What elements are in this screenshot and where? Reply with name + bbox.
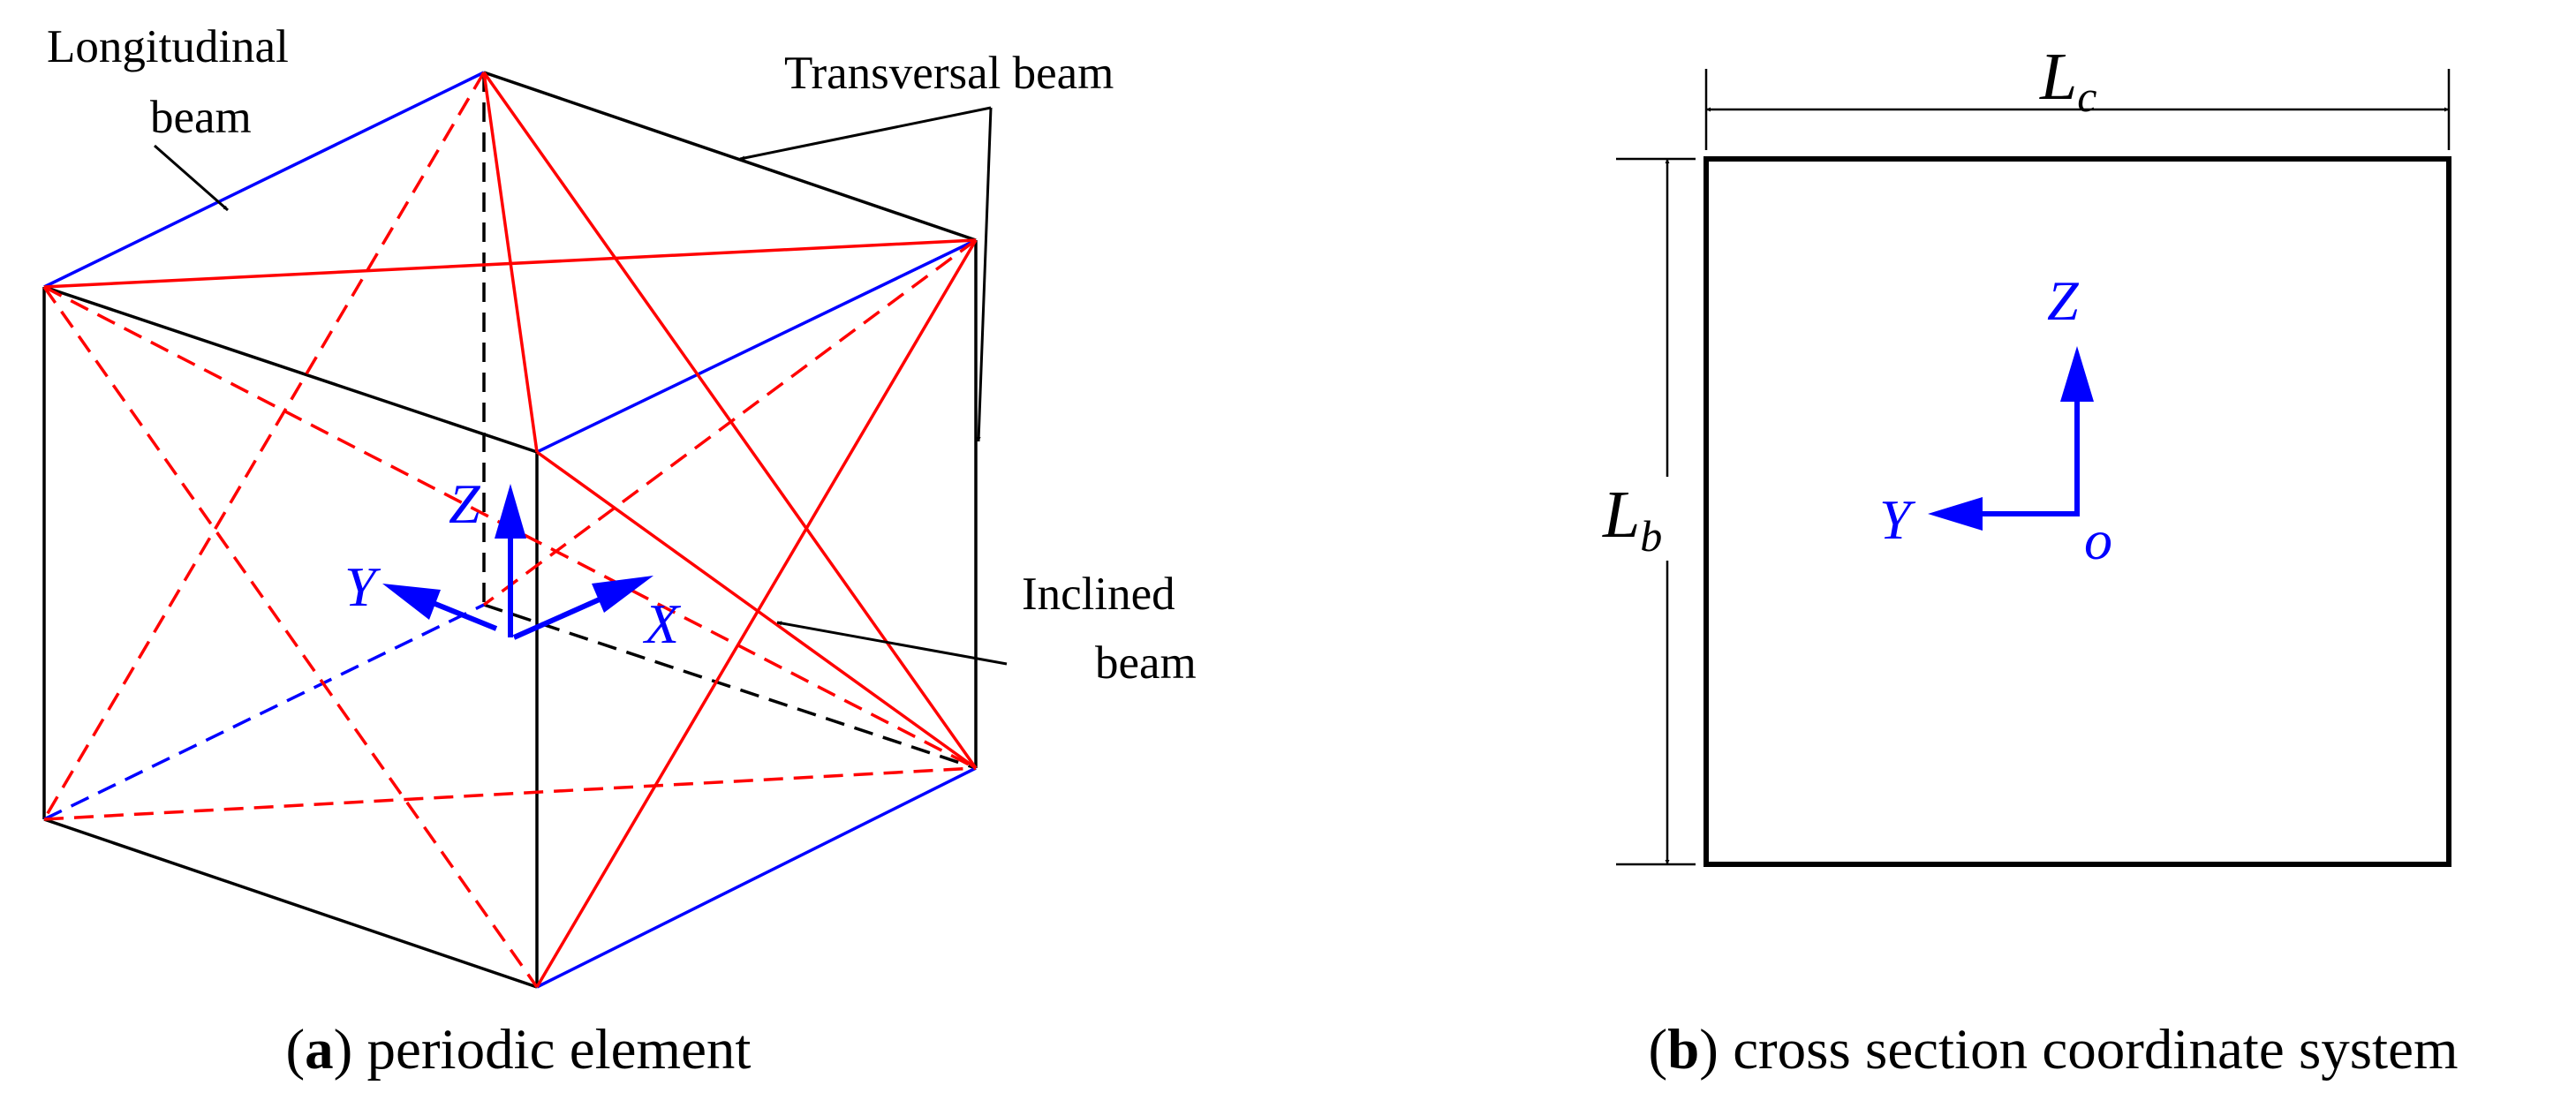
dimension-label-lc: Lc [2039,40,2096,121]
dimension-lb: Lb [1600,157,1697,866]
lc-sub: c [2077,72,2096,121]
transversal-beam [483,71,977,242]
label-inclined: Inclined [1022,569,1175,620]
transversal-pointer [739,106,992,161]
inclined-beam [482,72,539,453]
label-longitudinal-beam: beam [150,92,252,143]
caption-b-text: cross section coordinate system [1733,1018,2458,1082]
label-longitudinal: Longitudinal [47,21,289,72]
dimension-label-gap [1600,477,1697,561]
x-axis-arrow-icon [592,576,653,613]
longitudinal-beam [43,71,485,289]
hidden-inclined-beam [43,766,977,821]
hidden-longitudinal-beam [43,603,485,821]
annotation-arrows [154,106,1008,666]
caption-a-text: periodic element [367,1018,752,1082]
label-inclined-beam: beam [1095,637,1197,689]
longitudinal-beam [536,766,977,989]
lb-main: L [1602,478,1640,552]
y-axis-arrow-icon [1928,497,1983,531]
caption-a: (a) periodic element [285,1018,751,1082]
longitudinal-pointer [154,144,229,212]
longitudinal-beams [43,71,977,989]
lc-main: L [2039,40,2077,114]
transversal-beam [43,285,538,454]
dimension-label-lb: Lb [1602,478,1662,561]
label-transversal: Transversal beam [784,48,1114,99]
y-axis-arrow-icon [382,584,441,620]
inclined-beam [535,239,978,988]
axis-label-y: Y [1879,488,1916,551]
axis-label-z: Z [449,472,481,535]
axis-label-origin: o [2084,509,2112,571]
z-axis-arrow-icon [495,484,526,539]
lb-sub: b [1640,511,1662,561]
longitudinal-beam [536,238,977,454]
inclined-beam [482,71,978,770]
hidden-edges [482,72,977,770]
axes-a: Z Y X [344,472,682,655]
caption-a-tag: a [305,1018,334,1082]
axis-label-z: Z [2047,269,2080,332]
hidden-inclined-beam [42,72,486,820]
inclined-beams-solid [43,71,978,988]
caption-b-tag: b [1667,1018,1699,1082]
x-axis [512,592,611,640]
cross-section-rectangle [1703,156,2451,867]
axes-b: Z Y o [1879,269,2112,571]
inclined-beam [535,450,978,770]
z-axis-arrow-icon [2060,346,2094,402]
caption-b: (b) cross section coordinate system [1648,1018,2458,1082]
axis-label-x: X [642,592,682,655]
hidden-inclined-beam [482,238,978,607]
panel-b-cross-section: Lc Lb Z Y o (b) cross section coordinate… [1600,40,2459,1082]
transversal-beam [43,818,538,989]
inclined-pointer [776,621,1008,666]
dimension-lc: Lc [1704,40,2451,150]
axis-label-y: Y [344,555,381,618]
panel-a-periodic-element: Z Y X Longitudinal beam Transversal beam… [42,21,1197,1082]
transversal-pointer [976,107,993,442]
hidden-inclined-beam [42,285,539,989]
hidden-transversal-edge [483,603,977,770]
